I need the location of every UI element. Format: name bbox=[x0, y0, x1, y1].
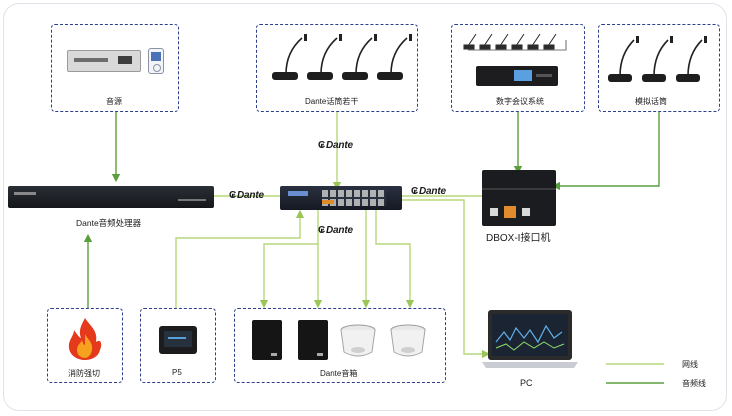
dante-mark-processor: ₢Dante bbox=[229, 190, 264, 201]
dbox-interface-unit bbox=[482, 170, 556, 226]
cabinet-speaker bbox=[252, 320, 282, 360]
dante-mark-speakers: ₢Dante bbox=[318, 225, 353, 236]
box-mics bbox=[256, 24, 418, 112]
portable-player-icon bbox=[148, 48, 164, 74]
cabinet-speaker bbox=[298, 320, 328, 360]
ceiling-speaker bbox=[390, 324, 426, 357]
line-switch-speakers bbox=[259, 210, 319, 309]
label-p5: P5 bbox=[172, 368, 182, 377]
conference-mics-icon bbox=[463, 33, 567, 51]
dante-mark-dbox: ₢Dante bbox=[411, 186, 446, 197]
ceiling-speaker bbox=[340, 324, 376, 357]
legend-audio-label: 音频线 bbox=[682, 379, 706, 388]
media-player-icon bbox=[67, 50, 141, 72]
conference-host-unit bbox=[476, 66, 558, 86]
line-analog-dbox bbox=[551, 112, 660, 191]
analog-mic-icon bbox=[676, 36, 707, 82]
dante-mic-icon bbox=[377, 34, 412, 80]
analog-mic-icon bbox=[642, 36, 673, 82]
label-dbox: DBOX-I接口机 bbox=[486, 233, 551, 244]
p5-panel bbox=[159, 326, 197, 354]
label-analog-mic: 模拟话筒 bbox=[635, 97, 667, 106]
label-fire: 消防强切 bbox=[68, 369, 100, 378]
box-speakers bbox=[234, 308, 446, 383]
line-p5-switch bbox=[175, 209, 305, 308]
network-switch bbox=[280, 186, 402, 210]
label-speakers: Dante音箱 bbox=[320, 369, 358, 378]
line-switch-spk4 bbox=[375, 210, 415, 309]
box-fire bbox=[47, 308, 123, 383]
dante-mic-icon bbox=[307, 34, 342, 80]
label-source: 音源 bbox=[106, 97, 122, 106]
dante-mic-icon bbox=[342, 34, 377, 80]
label-processor: Dante音频处理器 bbox=[76, 218, 142, 228]
box-analog-mic bbox=[598, 24, 720, 112]
label-mics: Dante话筒若干 bbox=[305, 97, 359, 106]
dante-mic-icon bbox=[272, 34, 307, 80]
legend-network-label: 网线 bbox=[682, 360, 698, 369]
fire-icon bbox=[68, 318, 102, 360]
diagram-frame bbox=[3, 3, 727, 411]
line-switch-pc bbox=[402, 199, 491, 359]
box-conference bbox=[451, 24, 585, 112]
label-conference: 数字会议系统 bbox=[496, 97, 544, 106]
dante-mark-mics: ₢Dante bbox=[318, 140, 353, 151]
analog-mic-icon bbox=[608, 36, 639, 82]
box-source bbox=[51, 24, 179, 112]
box-p5 bbox=[140, 308, 216, 383]
dante-processor-unit bbox=[8, 186, 214, 208]
label-pc: PC bbox=[520, 378, 533, 388]
laptop-pc bbox=[482, 310, 578, 368]
